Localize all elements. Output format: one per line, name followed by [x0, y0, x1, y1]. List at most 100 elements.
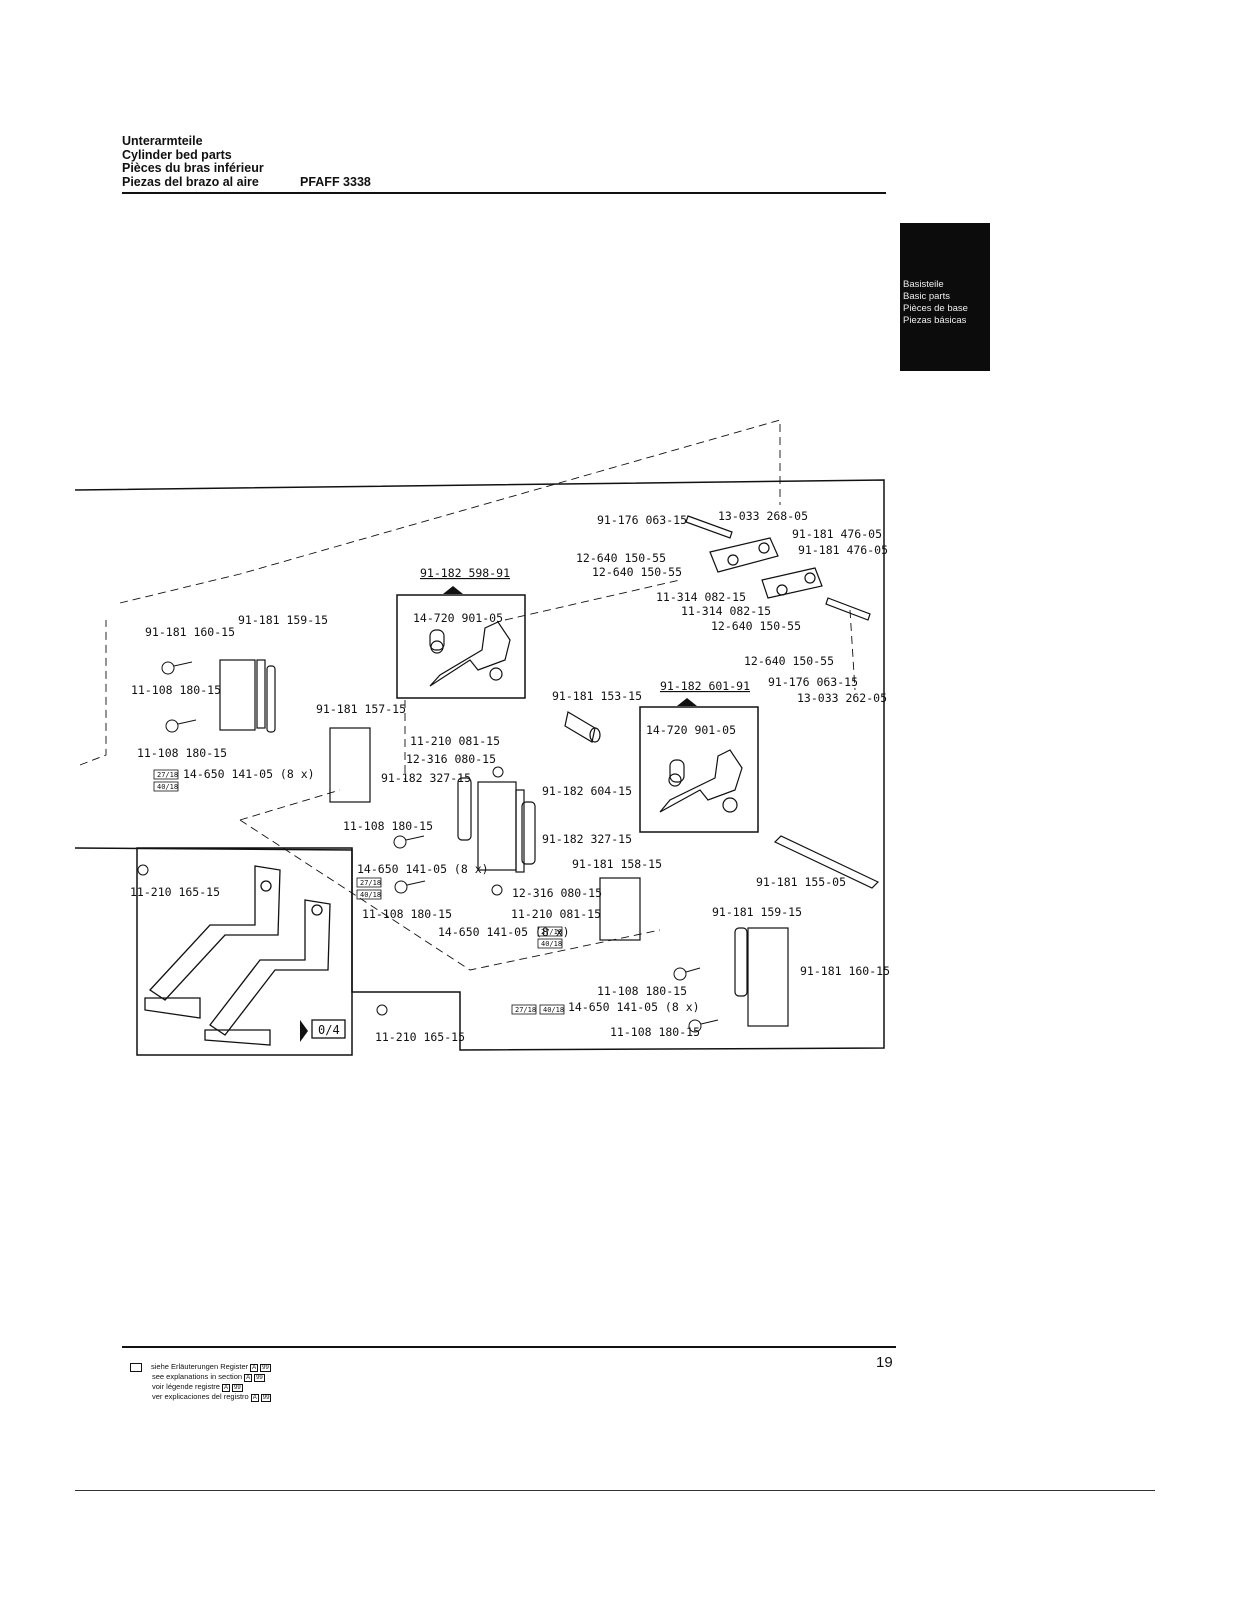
part-label: 91-181 476-05 [798, 543, 888, 557]
crank-links [709, 537, 823, 599]
part-labels: 13-033 268-05 91-176 063-15 91-181 476-0… [130, 509, 890, 1044]
screw-icons [137, 661, 719, 1033]
pin-262-05 [825, 597, 871, 621]
bottom-divider [75, 1490, 1155, 1491]
shafts [564, 515, 880, 889]
eccentric-lever-part [429, 621, 511, 687]
register-code: 27/18 [157, 771, 178, 779]
part-label: 11-210 081-15 [410, 734, 500, 748]
reference-box[interactable] [311, 1019, 346, 1039]
register-tag: 99 [260, 1394, 272, 1402]
part-label: 14-650 141-05 (8 x) [438, 925, 570, 939]
legend-line-en: see explanations in section [152, 1372, 243, 1381]
register-tag: A [244, 1374, 253, 1382]
part-label: 11-210 165-15 [130, 885, 220, 899]
part-label: 12-640 150-55 [744, 654, 834, 668]
part-label: 91-182 601-91 [660, 679, 750, 693]
part-label: 91-176 063-15 [768, 675, 858, 689]
part-label: 11-108 180-15 [131, 683, 221, 697]
foot-detail-box [136, 847, 353, 1056]
footer-divider [122, 1346, 896, 1348]
title-de: Unterarmteile [122, 134, 203, 148]
shaft-155-05 [773, 835, 880, 889]
eccentric-lever-part [659, 749, 743, 813]
register-code: 40/18 [543, 1006, 564, 1014]
part-label: 91-181 153-15 [552, 689, 642, 703]
part-label: 91-181 159-15 [238, 613, 328, 627]
part-label: 11-108 180-15 [343, 819, 433, 833]
reference-box-label: 0/4 [318, 1023, 340, 1037]
part-label: 13-033 268-05 [718, 509, 808, 523]
part-label: 91-181 158-15 [572, 857, 662, 871]
title-fr: Pièces du bras inférieur [122, 161, 264, 175]
register-code: 40/18 [360, 891, 381, 899]
register-code: 40/18 [157, 783, 178, 791]
part-label: 12-640 150-55 [711, 619, 801, 633]
part-label: 14-650 141-05 (8 x) [357, 862, 489, 876]
legend-line-de: siehe Erläuterungen Register [151, 1362, 249, 1371]
pin-268-05 [685, 515, 733, 539]
part-label: 91-181 160-15 [145, 625, 235, 639]
part-label: 11-210 165-15 [375, 1030, 465, 1044]
part-label: 14-720 901-05 [413, 611, 503, 625]
part-label: 11-314 082-15 [681, 604, 771, 618]
register-tag: A [250, 1364, 259, 1372]
header-divider [122, 192, 886, 194]
page-header: Unterarmteile Cylinder bed parts Pièces … [122, 134, 371, 189]
register-box-icon [130, 1362, 142, 1372]
register-code: 27/18 [360, 879, 381, 887]
part-label: 91-182 598-91 [420, 566, 510, 580]
part-label: 11-108 180-15 [597, 984, 687, 998]
part-label: 12-316 080-15 [512, 886, 602, 900]
guide-blocks [219, 659, 789, 1027]
part-label: 91-181 159-15 [712, 905, 802, 919]
part-label: 11-210 081-15 [511, 907, 601, 921]
feed-foot-parts [144, 865, 331, 1046]
register-codes: 27/18 40/18 27/18 40/18 27/18 40/18 27/1… [153, 769, 565, 1015]
part-label: 11-108 180-15 [610, 1025, 700, 1039]
title-es: Piezas del brazo al aire [122, 174, 259, 189]
tab-label-fr: Pièces de base [903, 303, 968, 314]
model-name: PFAFF 3338 [300, 175, 371, 189]
part-label: 91-181 476-05 [792, 527, 882, 541]
part-label: 11-108 180-15 [362, 907, 452, 921]
title-en: Cylinder bed parts [122, 147, 232, 162]
section-tab[interactable]: Basisteile Basic parts Pièces de base Pi… [900, 223, 990, 371]
part-label: 91-182 604-15 [542, 784, 632, 798]
bushing-153-15 [564, 711, 596, 743]
register-code: 40/18 [541, 940, 562, 948]
page-number: 19 [876, 1354, 893, 1371]
subassembly-box-598 [396, 586, 526, 699]
part-label: 12-640 150-55 [592, 565, 682, 579]
register-tag: A [250, 1394, 259, 1402]
register-tag: 99 [254, 1374, 265, 1382]
assembly-lines [79, 419, 856, 971]
part-label: 13-033 262-05 [797, 691, 887, 705]
part-label: 12-640 150-55 [576, 551, 666, 565]
part-label: 91-176 063-15 [597, 513, 687, 527]
register-code: 27/18 [515, 1006, 536, 1014]
part-label: 91-182 327-15 [381, 771, 471, 785]
part-label: 91-182 327-15 [542, 832, 632, 846]
register-tag: 99 [260, 1364, 271, 1372]
reference-arrow [300, 1020, 308, 1042]
part-label: 91-181 155-05 [756, 875, 846, 889]
part-label: 91-181 157-15 [316, 702, 406, 716]
part-label: 11-108 180-15 [137, 746, 227, 760]
part-label: 12-316 080-15 [406, 752, 496, 766]
register-tag: A [221, 1384, 230, 1392]
part-label: 14-650 141-05 (8 x) [568, 1000, 700, 1014]
tab-label-de: Basisteile [903, 279, 944, 290]
part-label: 14-650 141-05 (8 x) [183, 767, 315, 781]
subassembly-box-601 [639, 698, 759, 833]
tab-label-es: Piezas básicas [903, 315, 967, 326]
tab-label-en: Basic parts [903, 291, 950, 302]
register-tag: 99 [231, 1384, 243, 1392]
part-label: 14-720 901-05 [646, 723, 736, 737]
legend-line-fr: voir légende registre [152, 1382, 220, 1391]
register-code: 27/18 [541, 928, 562, 936]
part-label: 11-314 082-15 [656, 590, 746, 604]
part-label: 91-181 160-15 [800, 964, 890, 978]
